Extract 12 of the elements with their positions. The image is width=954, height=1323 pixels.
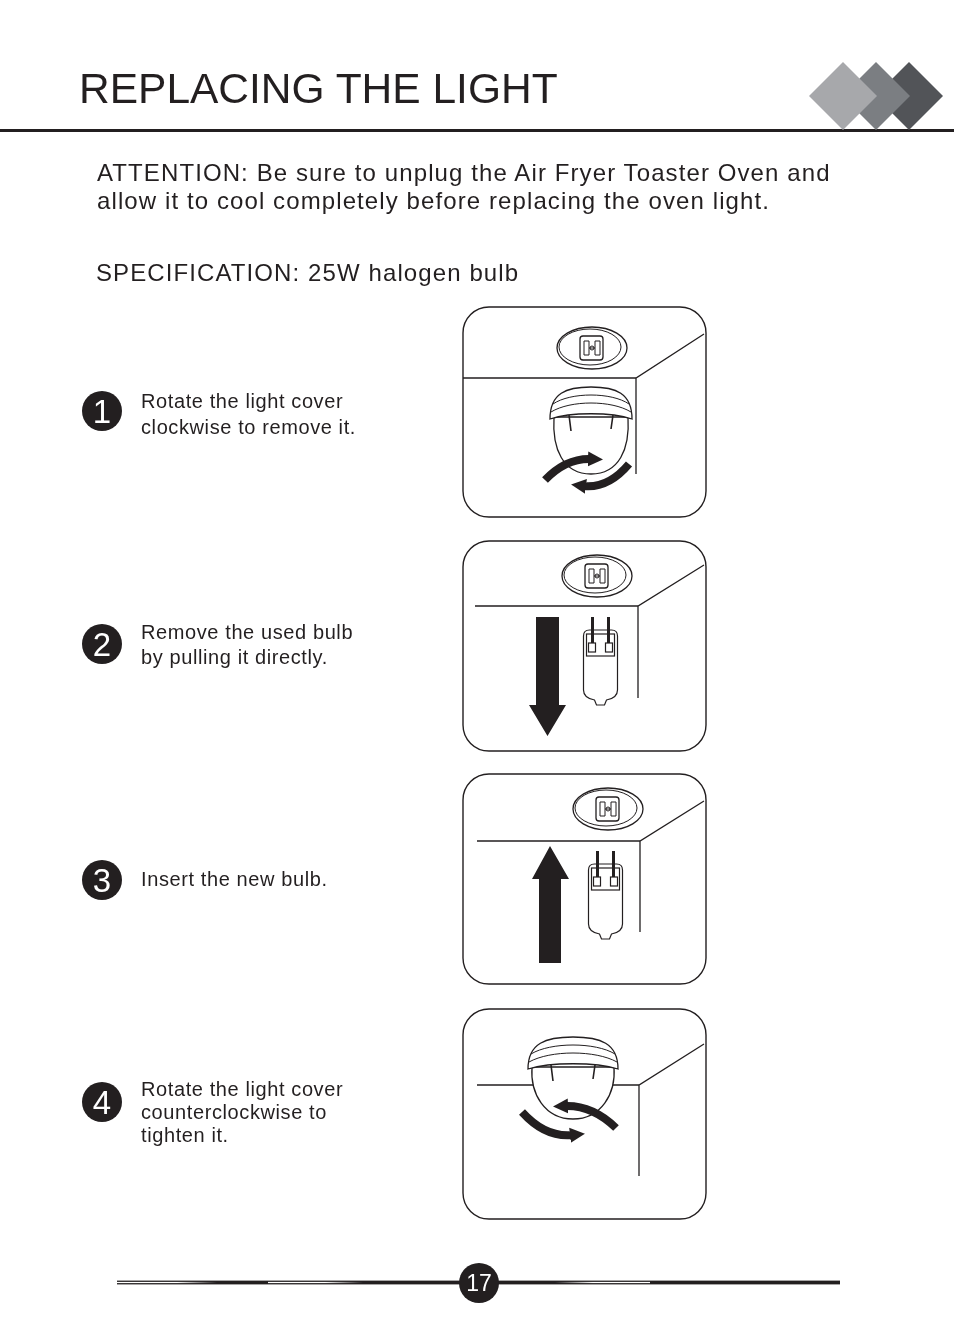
step-instruction: Insert the new bulb. bbox=[141, 867, 329, 892]
step-number-circle: 4 bbox=[82, 1082, 122, 1122]
step-instruction: Rotate the light cover clockwise to remove it. bbox=[141, 389, 357, 440]
specification-note: SPECIFICATION: 25W halogen bulb bbox=[96, 259, 521, 287]
step-number-circle: 1 bbox=[82, 391, 122, 431]
step-number-circle: 2 bbox=[82, 624, 122, 664]
step-instruction: Rotate the light cover counterclockwise to tighten it. bbox=[141, 1078, 345, 1147]
step-instruction: Remove the used bulb by pulling it directly. bbox=[141, 620, 355, 670]
page-title: REPLACING THE LIGHT bbox=[79, 64, 558, 114]
page-number-circle: 17 bbox=[459, 1263, 499, 1303]
attention-note: ATTENTION: Be sure to unplug the Air Fryer Toaster Oven and allow it to cool completely before replacing the oven light. bbox=[97, 159, 832, 215]
step-number-circle: 3 bbox=[82, 860, 122, 900]
